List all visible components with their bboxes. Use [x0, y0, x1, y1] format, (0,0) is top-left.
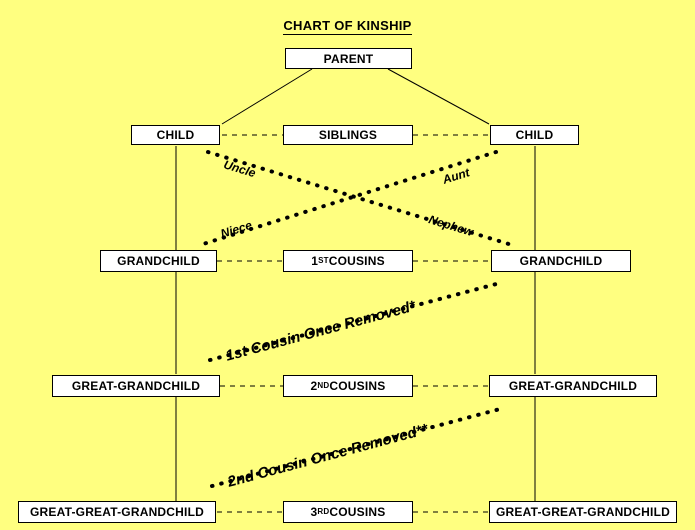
- node-great-great-grandchild-right[interactable]: GREAT-GREAT-GRANDCHILD: [489, 501, 677, 523]
- node-grandchild-left[interactable]: GRANDCHILD: [100, 250, 217, 272]
- node-child-right[interactable]: CHILD: [490, 125, 579, 145]
- node-siblings[interactable]: SIBLINGS: [283, 125, 413, 145]
- page-title: CHART OF KINSHIP: [0, 18, 695, 35]
- node-great-grandchild-right-label: GREAT-GRANDCHILD: [508, 379, 638, 393]
- edge-dotted-2nd-cousin-once-removed: [210, 407, 502, 488]
- node-child-right-label: CHILD: [515, 128, 554, 142]
- node-3rd-cousins-rest: COUSINS: [329, 505, 386, 519]
- node-siblings-label: SIBLINGS: [318, 128, 378, 142]
- node-great-great-grandchild-left[interactable]: GREAT-GREAT-GRANDCHILD: [18, 501, 216, 523]
- node-parent[interactable]: PARENT: [285, 48, 412, 69]
- node-great-grandchild-left-label: GREAT-GRANDCHILD: [71, 379, 201, 393]
- node-2nd-cousins-rest: COUSINS: [329, 379, 386, 393]
- edge-dotted-uncle-nephew: [206, 150, 514, 247]
- node-grandchild-right[interactable]: GRANDCHILD: [491, 250, 631, 272]
- edge-dotted-aunt-niece: [198, 150, 498, 247]
- page-title-text: CHART OF KINSHIP: [283, 18, 412, 35]
- node-2nd-cousins-number: 2: [310, 379, 318, 393]
- node-child-left[interactable]: CHILD: [131, 125, 220, 145]
- node-grandchild-left-label: GRANDCHILD: [117, 254, 200, 268]
- node-3rd-cousins-number: 3: [310, 505, 318, 519]
- node-child-left-label: CHILD: [156, 128, 195, 142]
- node-parent-label: PARENT: [323, 51, 374, 66]
- node-1st-cousins-number: 1: [311, 254, 319, 268]
- edge-dotted-1st-cousin-once-removed: [208, 281, 502, 362]
- node-grandchild-right-label: GRANDCHILD: [519, 254, 603, 268]
- edge-parent-child-left: [221, 68, 313, 125]
- node-great-grandchild-left[interactable]: GREAT-GRANDCHILD: [52, 375, 220, 397]
- node-great-great-grandchild-left-label: GREAT-GREAT-GRANDCHILD: [30, 505, 204, 519]
- edge-parent-child-right: [387, 68, 490, 125]
- node-great-great-grandchild-right-label: GREAT-GREAT-GRANDCHILD: [496, 505, 670, 519]
- node-great-grandchild-right[interactable]: GREAT-GRANDCHILD: [489, 375, 657, 397]
- node-1st-cousins-rest: COUSINS: [328, 254, 385, 268]
